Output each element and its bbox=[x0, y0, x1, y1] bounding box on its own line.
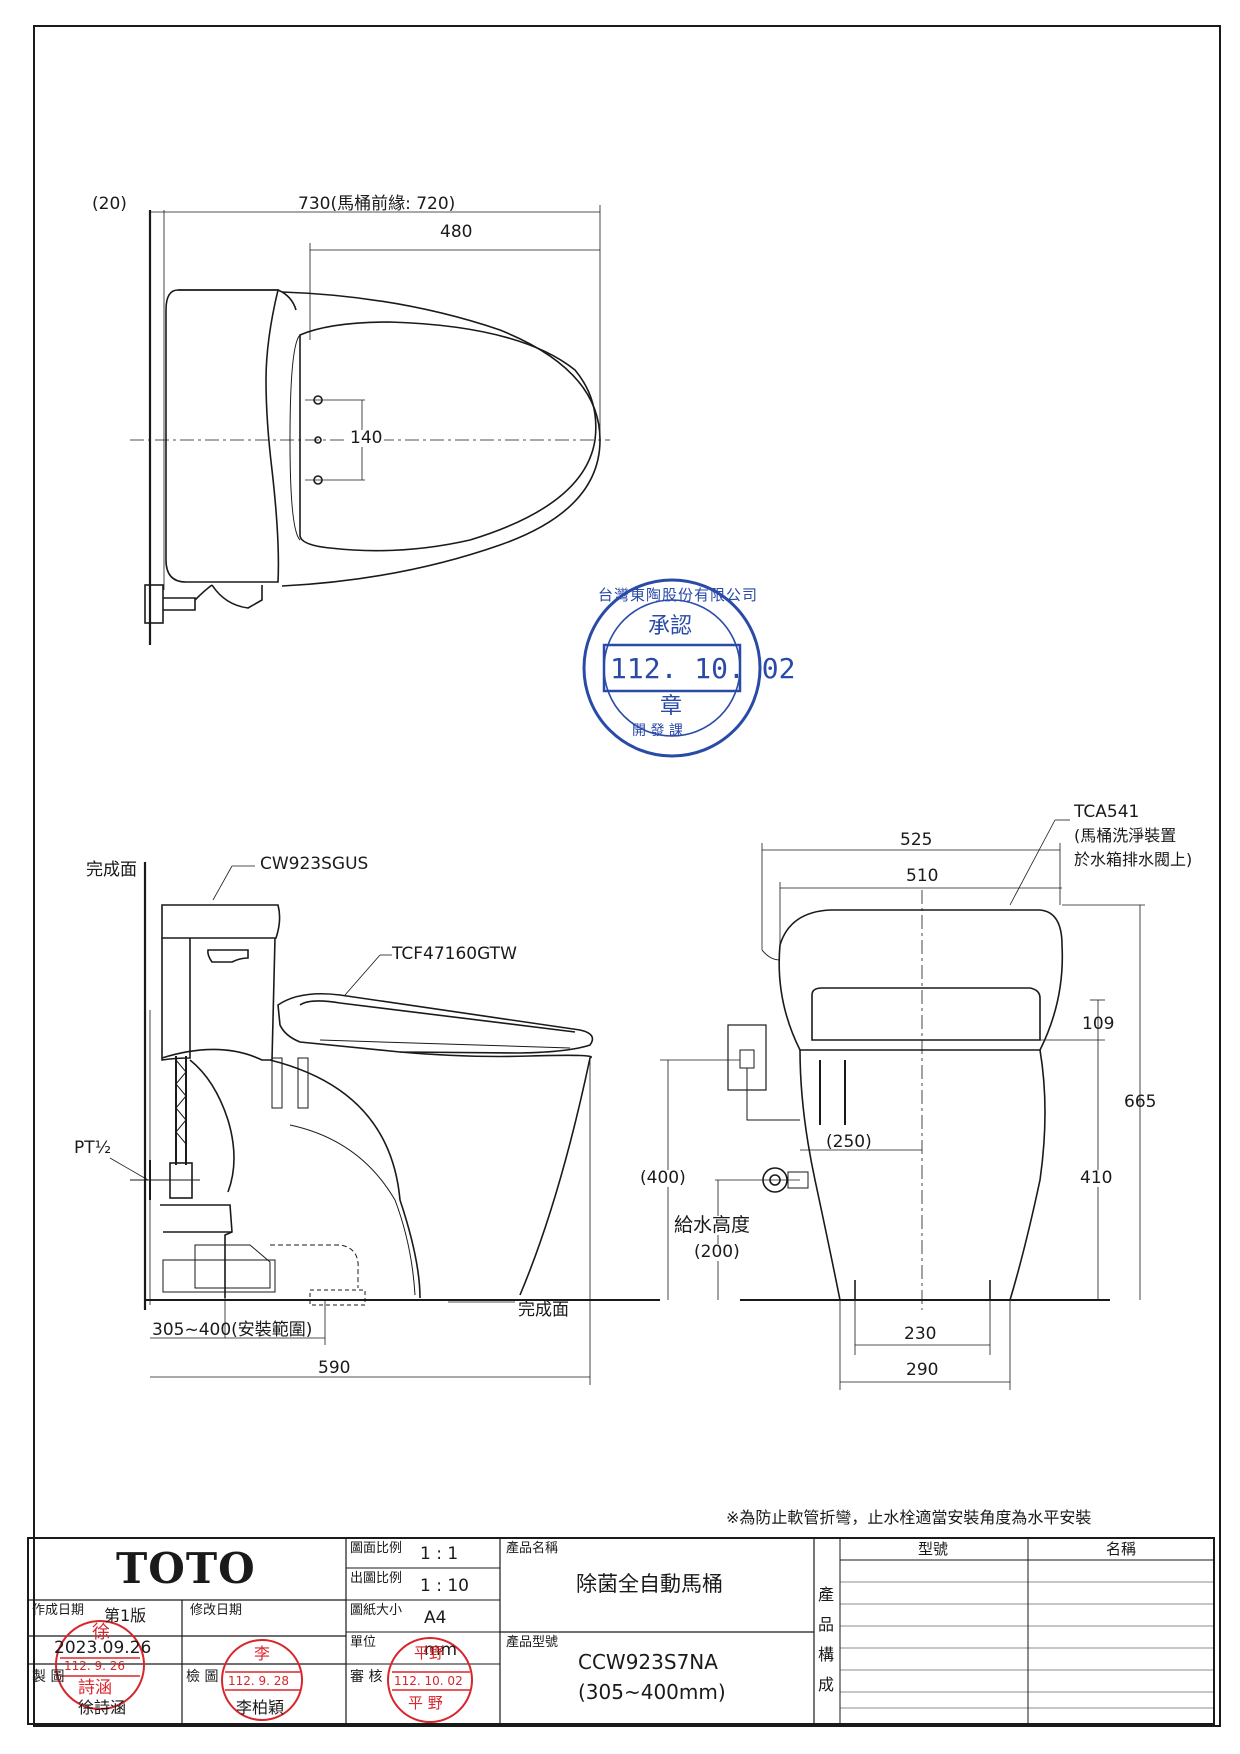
review-seal-top: 平野 bbox=[414, 1644, 445, 1662]
title-block-grid bbox=[27, 1537, 1215, 1725]
stamp-seal: 章 bbox=[660, 694, 683, 719]
review-label: 審 核 bbox=[350, 1669, 383, 1685]
drawn-name: 徐詩涵 bbox=[78, 1698, 127, 1717]
stamp-dept: 開 發 課 bbox=[632, 723, 683, 739]
scale-value: 1 : 1 bbox=[420, 1544, 459, 1564]
valve-model-label: TCA541 bbox=[1074, 802, 1140, 822]
install-note: ※為防止軟管折彎，止水栓適當安裝角度為水平安裝 bbox=[726, 1508, 1092, 1527]
dim-offset-label: (20) bbox=[92, 194, 127, 214]
drawn-seal-date: 112. 9. 26 bbox=[64, 1659, 126, 1673]
print-scale-value: 1 : 10 bbox=[420, 1576, 469, 1596]
sheet-frame bbox=[33, 25, 1221, 1727]
paper-label: 圖紙大小 bbox=[350, 1603, 403, 1618]
checked-label: 檢 圖 bbox=[186, 1669, 219, 1685]
dim-230-label: 230 bbox=[904, 1324, 937, 1344]
revised-label: 修改日期 bbox=[190, 1603, 243, 1618]
product-model: CCW923S7NA bbox=[578, 1650, 718, 1674]
dim-665-label: 665 bbox=[1124, 1092, 1157, 1112]
approval-stamp-graphic bbox=[582, 578, 762, 758]
red-seals bbox=[55, 1620, 473, 1723]
valve-note-1: (馬桶洗淨裝置 bbox=[1074, 826, 1177, 845]
valve-note-2: 於水箱排水閥上) bbox=[1074, 850, 1193, 869]
col-model-header: 型號 bbox=[918, 1540, 949, 1558]
pipe-thread-label: PT½ bbox=[74, 1138, 112, 1158]
product-name-label: 產品名稱 bbox=[506, 1541, 559, 1556]
stamp-title: 承認 bbox=[648, 614, 693, 639]
edition-label: 第1版 bbox=[104, 1606, 147, 1625]
drawn-seal-top: 徐 bbox=[92, 1622, 110, 1643]
dim-overall-label: 730(馬桶前緣: 720) bbox=[298, 194, 456, 214]
drawn-label: 製 圖 bbox=[32, 1669, 65, 1685]
paper-value: A4 bbox=[424, 1608, 447, 1628]
dim-200-label: (200) bbox=[694, 1242, 740, 1262]
dim-seat-label: 480 bbox=[440, 222, 473, 242]
dim-400-label: (400) bbox=[640, 1168, 686, 1188]
scale-label: 圖面比例 bbox=[350, 1541, 403, 1556]
review-seal-date: 112. 10. 02 bbox=[394, 1674, 463, 1688]
brand-logo: TOTO bbox=[116, 1544, 256, 1593]
dim-bolts-label: 140 bbox=[348, 428, 385, 448]
product-model-sub: (305~400mm) bbox=[578, 1680, 726, 1704]
checked-seal-top: 李 bbox=[254, 1644, 271, 1663]
stamp-company: 台灣東陶股份有限公司 bbox=[598, 586, 759, 604]
dim-525-label: 525 bbox=[900, 830, 933, 850]
dim-510-label: 510 bbox=[906, 866, 939, 886]
side-view bbox=[109, 862, 660, 1385]
product-name: 除菌全自動馬桶 bbox=[576, 1572, 723, 1596]
tank-model-label: CW923SGUS bbox=[260, 854, 369, 874]
dim-290-label: 290 bbox=[906, 1360, 939, 1380]
stamp-date: 112. 10. 02 bbox=[610, 652, 796, 685]
drawn-seal-bottom: 詩涵 bbox=[78, 1678, 112, 1698]
print-scale-label: 出圖比例 bbox=[350, 1571, 403, 1586]
composition-label: 產品構成 bbox=[818, 1585, 835, 1694]
col-name-header: 名稱 bbox=[1106, 1540, 1137, 1558]
supply-height-label: 給水高度 bbox=[674, 1214, 751, 1236]
checked-seal-date: 112. 9. 28 bbox=[228, 1674, 290, 1688]
product-model-label: 產品型號 bbox=[506, 1635, 559, 1650]
top-view bbox=[130, 205, 610, 645]
created-date: 2023.09.26 bbox=[54, 1638, 152, 1658]
depth-label: 590 bbox=[318, 1358, 351, 1378]
dim-109-label: 109 bbox=[1082, 1014, 1115, 1034]
unit-label: 單位 bbox=[350, 1635, 377, 1650]
review-seal-bottom: 平 野 bbox=[408, 1694, 443, 1712]
created-label: 作成日期 bbox=[32, 1603, 85, 1618]
finish-floor-label: 完成面 bbox=[518, 1300, 569, 1320]
dim-410-label: 410 bbox=[1080, 1168, 1113, 1188]
seat-model-label: TCF47160GTW bbox=[392, 944, 517, 964]
finish-wall-label: 完成面 bbox=[86, 860, 137, 880]
checked-name: 李柏穎 bbox=[236, 1698, 285, 1717]
dim-250-label: (250) bbox=[826, 1132, 872, 1152]
front-view bbox=[660, 819, 1145, 1390]
unit-value: mm bbox=[424, 1640, 458, 1660]
install-range-label: 305~400(安裝範圍) bbox=[152, 1320, 313, 1340]
